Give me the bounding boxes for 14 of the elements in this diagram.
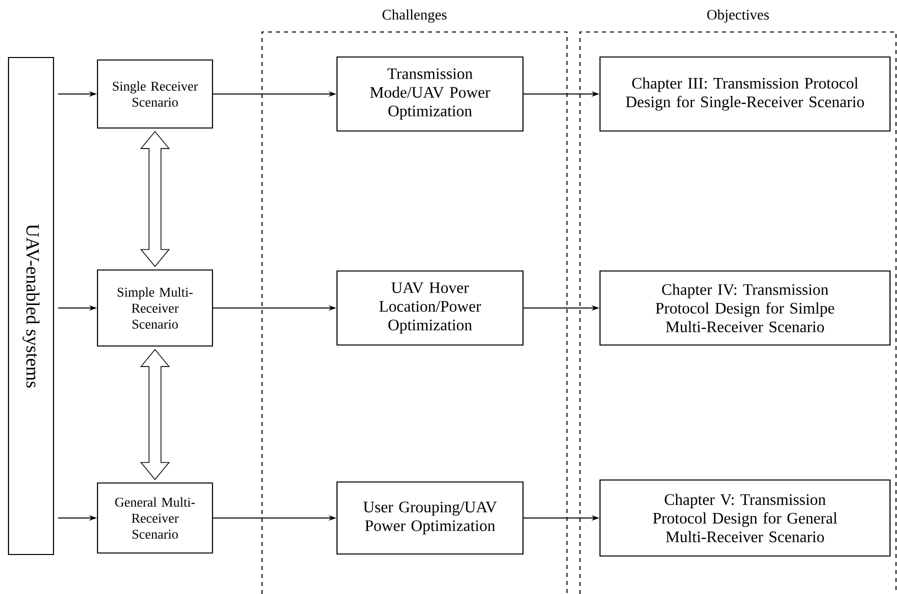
challenge-box: Transmission Mode/UAV Power Optimization xyxy=(336,56,524,132)
column-heading: Objectives xyxy=(707,9,769,23)
objective-box: Chapter V: Transmission Protocol Design for General Multi-Receiver Scenario xyxy=(599,479,891,557)
column-heading: Challenges xyxy=(382,9,447,23)
scenario-box: Simple Multi-Receiver Scenario xyxy=(96,269,214,347)
scenario-box: Single Receiver Scenario xyxy=(96,59,214,129)
challenge-box: User Grouping/UAV Power Optimization xyxy=(336,481,524,555)
objective-box: Chapter IV: Transmission Protocol Design for Simlpe Multi-Receiver Scenario xyxy=(599,270,891,346)
objective-box: Chapter III: Transmission Protocol Design for Single-Receiver Scenario xyxy=(599,56,891,132)
challenge-box: UAV Hover Location/Power Optimization xyxy=(336,270,524,346)
dashed-column xyxy=(261,31,568,594)
system-box: UAV-enabled systems xyxy=(8,56,54,556)
scenario-box: General Multi-Receiver Scenario xyxy=(96,482,214,554)
dashed-column xyxy=(579,31,897,594)
